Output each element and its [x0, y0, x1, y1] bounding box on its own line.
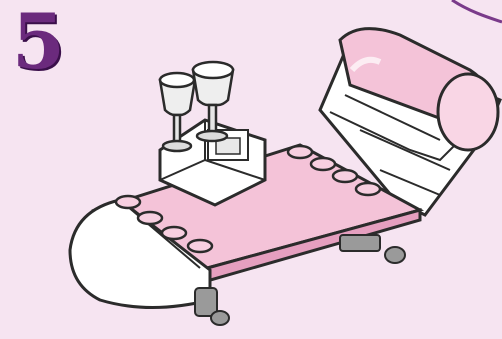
corner-circle-arc — [452, 0, 502, 22]
